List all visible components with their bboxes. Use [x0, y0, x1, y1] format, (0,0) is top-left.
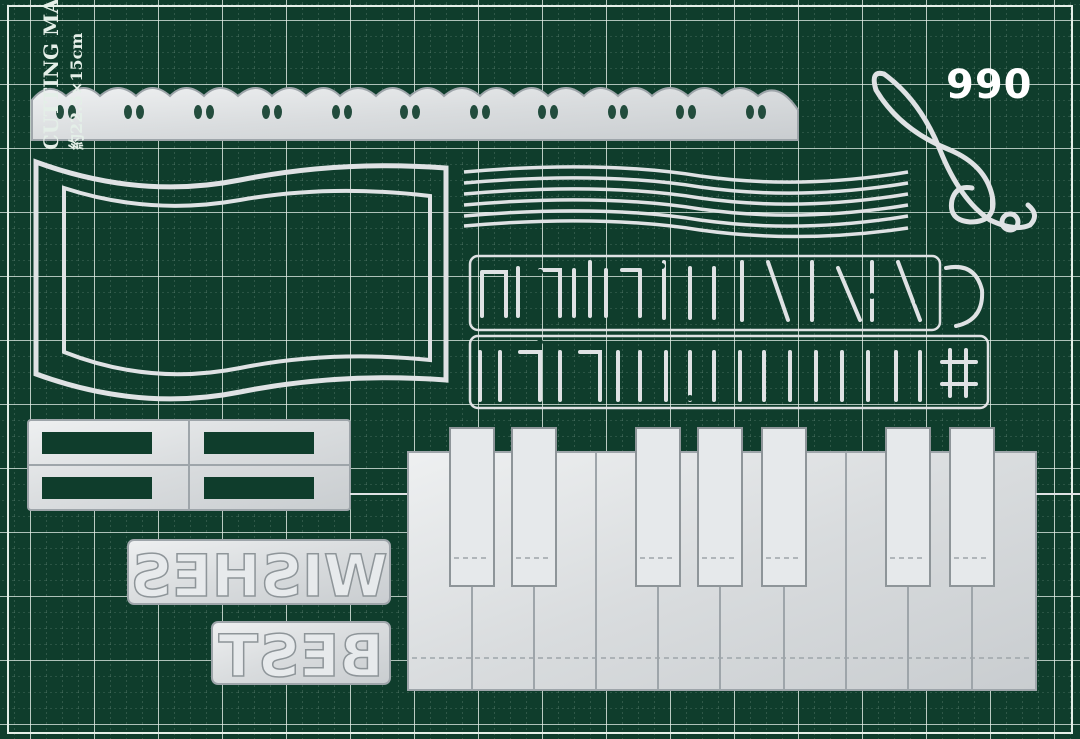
music-note-heads [537, 263, 921, 401]
piano-keyboard-die [407, 427, 1080, 691]
wishes-word: WISHES [130, 542, 387, 610]
label-strip-dies [27, 419, 412, 511]
wishes-word-die: WISHES [127, 539, 391, 611]
mat-label: CUTTING MAT 約22.5×15cm [39, 0, 86, 150]
mat-brand-text: CUTTING MAT [39, 0, 63, 150]
mat-size-text: 約22.5×15cm [67, 33, 86, 150]
best-word: BEST [218, 622, 384, 690]
music-notes-die [468, 254, 990, 410]
music-staff-die [463, 165, 909, 239]
best-word-die: BEST [211, 621, 391, 691]
product-code: 990 [946, 62, 1033, 108]
scallop-border-die [31, 87, 799, 141]
treble-clef-die [871, 70, 1037, 233]
mat-border [7, 5, 1073, 734]
wavy-frame-die [33, 158, 449, 402]
